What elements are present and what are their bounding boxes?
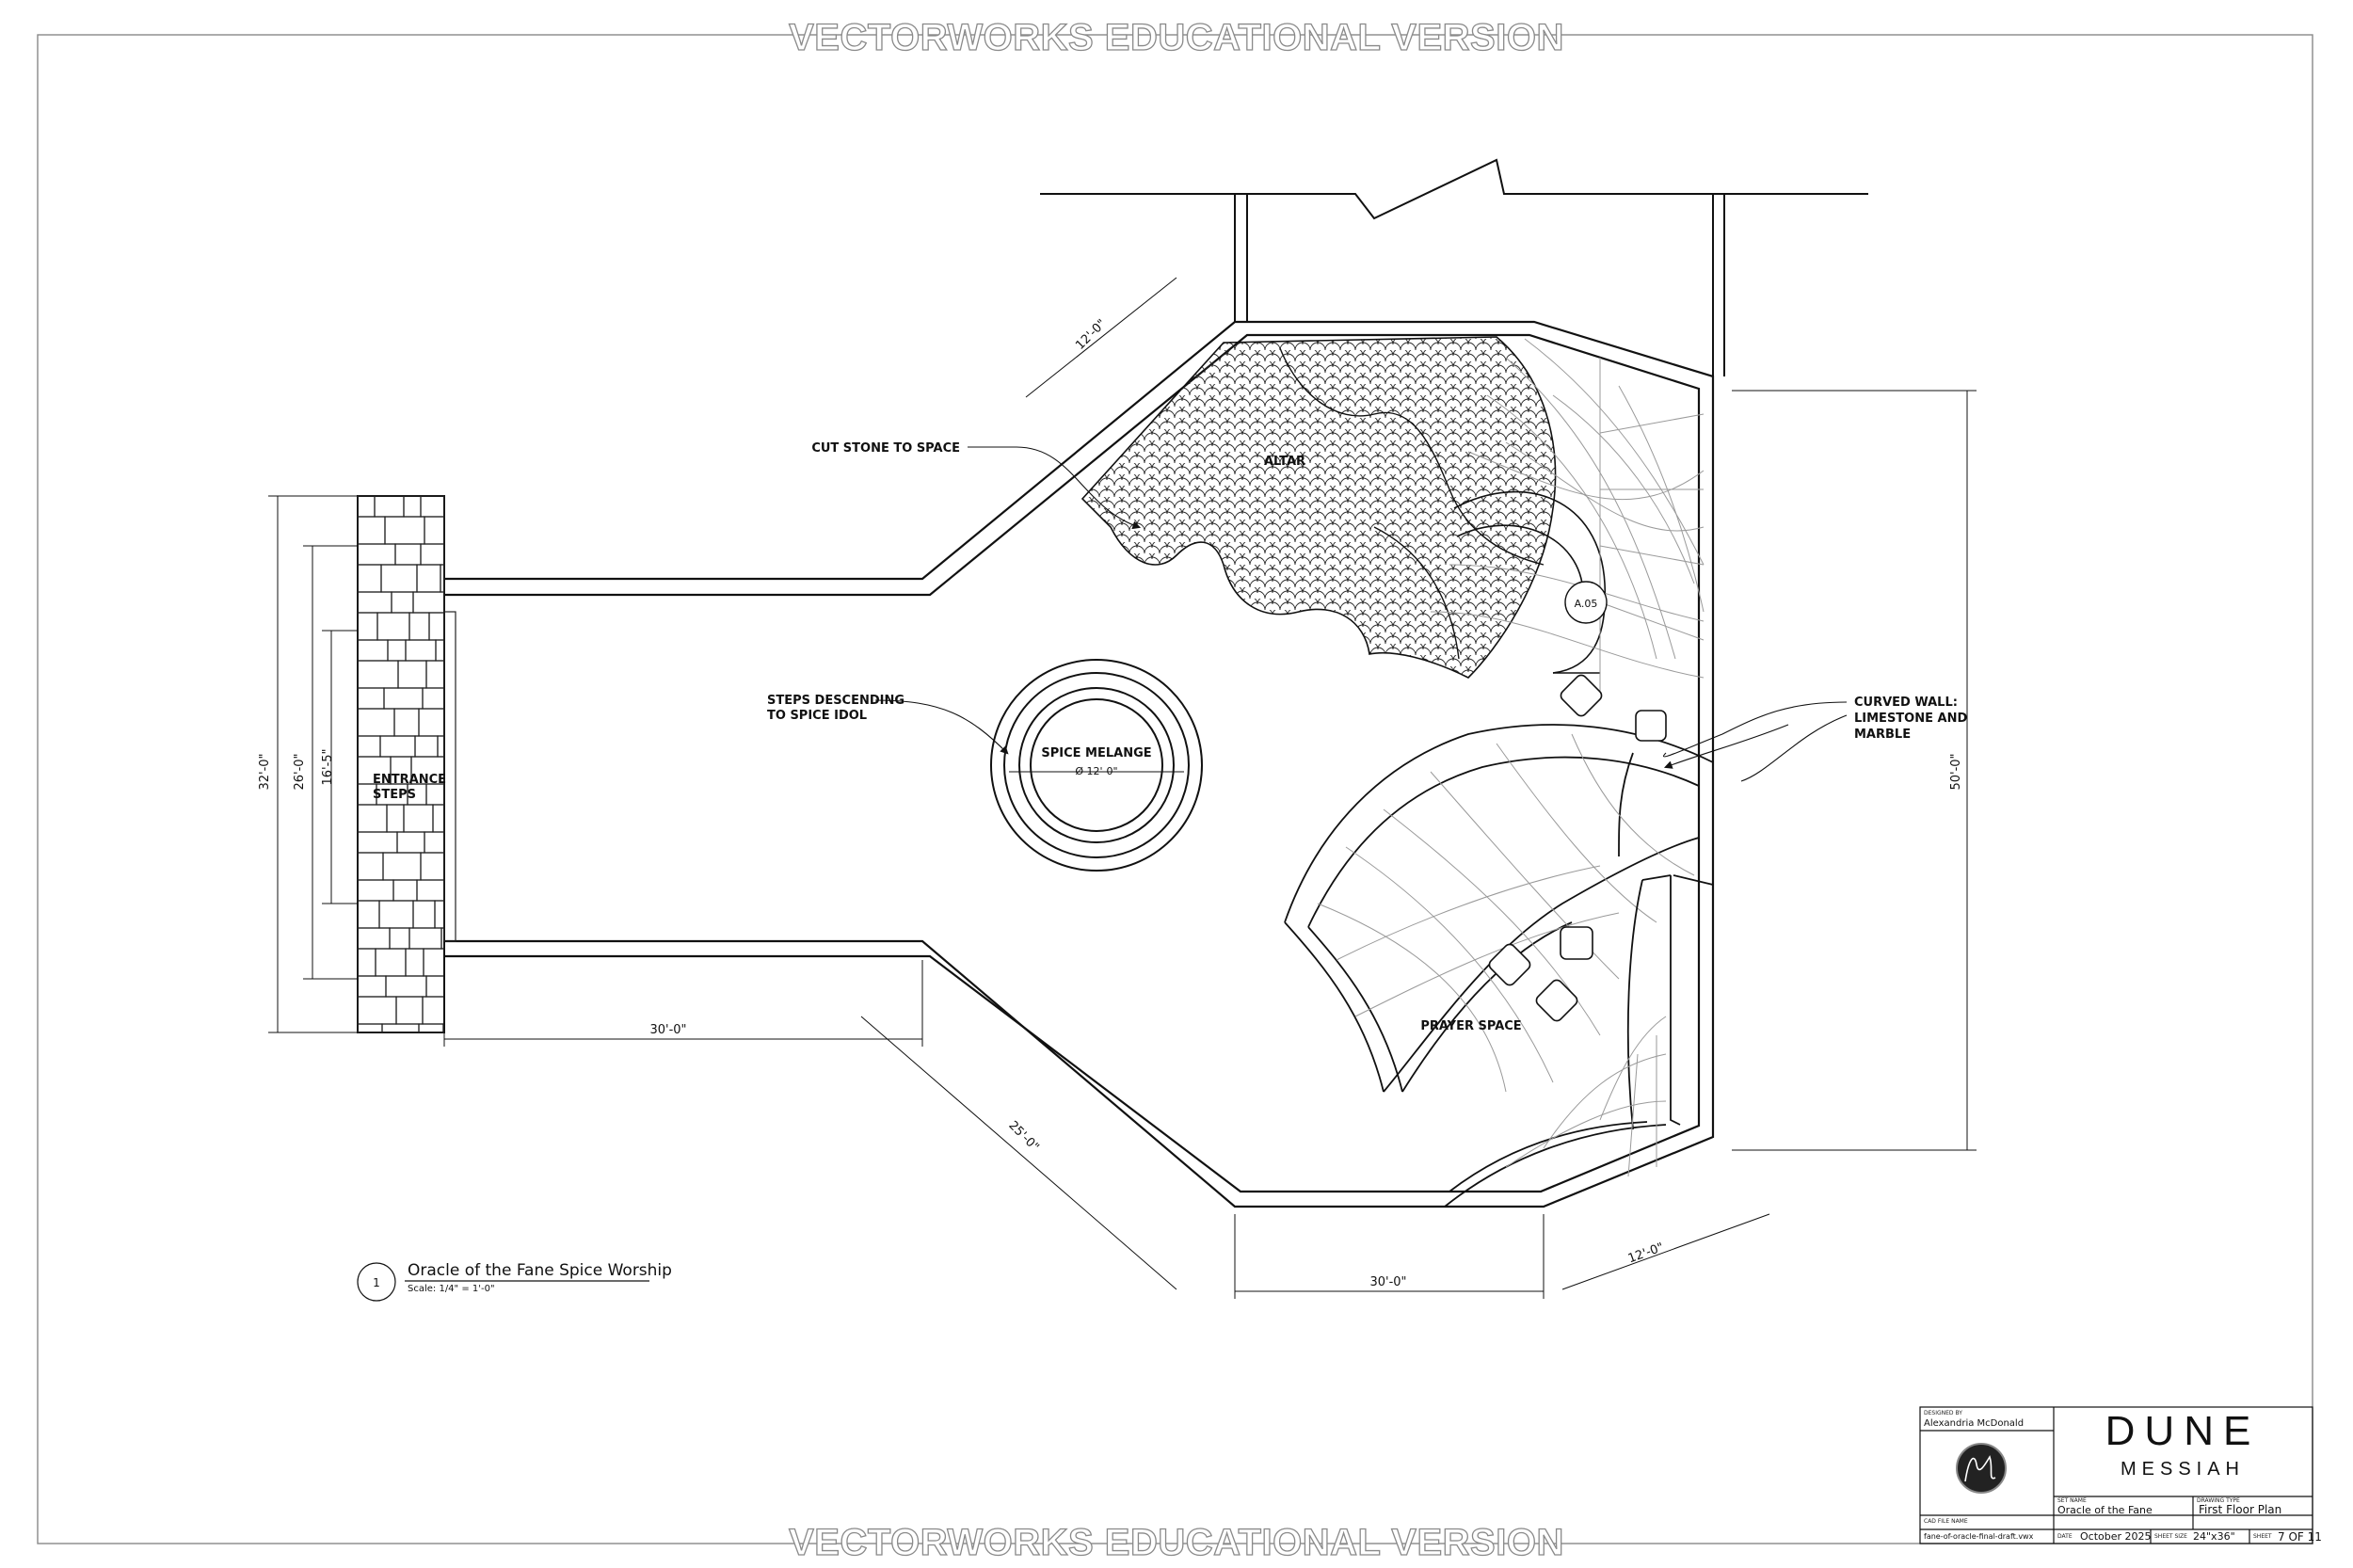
curved-wall-leader-arrow bbox=[1663, 724, 1789, 769]
sheet-border bbox=[37, 34, 2313, 1544]
cad-file-label: CAD FILE NAME bbox=[1924, 1518, 1968, 1525]
prayer-wall-guides bbox=[1317, 733, 1695, 1093]
dim-left-32: 32'-0" bbox=[258, 753, 272, 790]
cut-stone-leader bbox=[968, 446, 1142, 530]
dimension-lines bbox=[268, 277, 1977, 1299]
curved-wall-label-2: LIMESTONE AND bbox=[1854, 712, 1967, 726]
building-outline bbox=[444, 320, 1715, 1208]
spice-idol-circle bbox=[990, 659, 1203, 872]
watermark-bottom: VECTORWORKS EDUCATIONAL VERSION bbox=[789, 1522, 1564, 1563]
dim-left-26: 26'-0" bbox=[293, 753, 307, 790]
entrance-steps bbox=[357, 495, 456, 1033]
dim-right-50: 50'-0" bbox=[1949, 753, 1963, 790]
altar-paver-area bbox=[1080, 336, 1557, 679]
steps-label-1: STEPS DESCENDING bbox=[767, 694, 904, 708]
date-label: DATE bbox=[2057, 1533, 2073, 1540]
dim-left-16: 16'-5" bbox=[321, 748, 335, 785]
entrance-steps-label-2: STEPS bbox=[373, 788, 416, 802]
brand-subtitle: MESSIAH bbox=[2121, 1459, 2245, 1480]
steps-label-2: TO SPICE IDOL bbox=[767, 709, 867, 723]
watermark-top: VECTORWORKS EDUCATIONAL VERSION bbox=[789, 17, 1564, 58]
drawing-number-bubble bbox=[357, 1262, 396, 1302]
sheet-label: SHEET bbox=[2253, 1533, 2272, 1540]
drawing-type-label: DRAWING TYPE bbox=[2197, 1497, 2240, 1504]
drawing-number: 1 bbox=[373, 1276, 380, 1289]
designer-name: Alexandria McDonald bbox=[1924, 1418, 2024, 1429]
drawing-scale-text: Scale: 1/4" = 1'-0" bbox=[408, 1284, 495, 1294]
cad-file-name: fane-of-oracle-final-draft.vwx bbox=[1924, 1532, 2034, 1541]
set-name: Oracle of the Fane bbox=[2057, 1504, 2153, 1516]
drawing-title: 1 Oracle of the Fane Spice Worship Scale… bbox=[357, 1261, 672, 1302]
altar-arcs bbox=[1453, 490, 1607, 674]
dim-bottom-right-diag: 12'-0" bbox=[1626, 1240, 1666, 1266]
section-marker bbox=[1564, 581, 1608, 624]
section-marker-label: A.05 bbox=[1575, 598, 1598, 610]
right-curved-wall bbox=[1444, 874, 1714, 1208]
spice-melange-label: SPICE MELANGE bbox=[1041, 746, 1151, 760]
altar-label: ALTAR bbox=[1264, 455, 1305, 469]
upper-corridor-walls bbox=[1234, 194, 1725, 376]
designer-logo-icon bbox=[1964, 1455, 1996, 1482]
spice-melange-diameter: Ø 12'-0" bbox=[1075, 765, 1117, 777]
sheet-size-label: SHEET SIZE bbox=[2154, 1533, 2187, 1540]
curved-wall-label-3: MARBLE bbox=[1854, 728, 1911, 742]
dim-bottom-30-right: 30'-0" bbox=[1369, 1275, 1406, 1289]
right-wall-guides bbox=[1505, 1016, 1667, 1177]
seating-cushions bbox=[1488, 674, 1667, 1022]
drawing-title-text: Oracle of the Fane Spice Worship bbox=[408, 1261, 672, 1280]
brand-title: DUNE bbox=[2105, 1408, 2261, 1454]
break-line bbox=[1040, 158, 1868, 220]
entrance-steps-label-1: ENTRANCE bbox=[373, 773, 446, 787]
date-value: October 2025 bbox=[2080, 1530, 2152, 1543]
sheet-size-value: 24"x36" bbox=[2193, 1530, 2235, 1543]
dim-lower-diag: 25'-0" bbox=[1005, 1118, 1041, 1154]
curved-wall-label-1: CURVED WALL: bbox=[1854, 696, 1958, 710]
steps-leader bbox=[874, 699, 1009, 755]
drawing-type: First Floor Plan bbox=[2199, 1503, 2281, 1516]
cut-stone-label: CUT STONE TO SPACE bbox=[811, 441, 960, 456]
curved-wall-leader bbox=[1663, 701, 1848, 782]
designed-by-label: DESIGNED BY bbox=[1924, 1410, 1962, 1416]
sheet-number: 7 OF 11 bbox=[2278, 1530, 2322, 1544]
set-name-label: SET NAME bbox=[2057, 1497, 2087, 1504]
dim-bottom-30-left: 30'-0" bbox=[649, 1023, 686, 1037]
prayer-space-label: PRAYER SPACE bbox=[1420, 1019, 1521, 1033]
